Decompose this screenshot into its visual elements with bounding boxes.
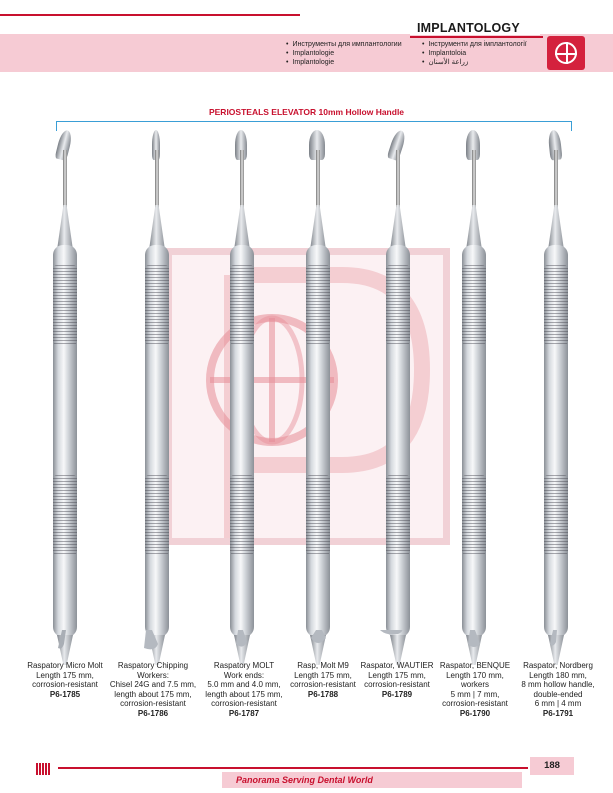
product-spec: corrosion-resistant <box>120 699 186 708</box>
product-spec: corrosion-resistant <box>442 699 508 708</box>
product-label-p6-1787: Raspatory MOLT Work ends: 5.0 mm and 4.0… <box>200 661 288 718</box>
product-spec: corrosion-resistant <box>364 680 430 689</box>
instrument-p6-1791 <box>541 129 571 665</box>
language-label-it: Implantoloia <box>422 49 466 58</box>
product-spec: Length 175 mm, <box>36 670 94 680</box>
product-name: Raspator, Nordberg <box>523 661 593 670</box>
footer-band <box>222 772 522 788</box>
product-label-p6-1789: Raspator, WAUTIER Length 175 mm, corrosi… <box>358 661 436 699</box>
instrument-p6-1790 <box>459 130 489 665</box>
instrument-p6-1786 <box>142 130 172 665</box>
product-spec: Length 175 mm, <box>294 670 352 680</box>
product-spec: 8 mm hollow handle, <box>521 680 595 689</box>
language-label-ru: Инструменты для имплантологии <box>286 40 401 49</box>
tip-bottom-1789 <box>380 630 403 635</box>
product-spec: Length 175 mm, <box>368 670 426 680</box>
product-name: Rasp, Molt M9 <box>297 661 349 670</box>
tip-bottom-1791 <box>550 630 557 646</box>
product-spec: 5.0 mm and 4.0 mm, <box>207 680 281 689</box>
product-name: Raspatory MOLT <box>213 661 275 670</box>
language-label-ar: زراعة الأسنان <box>422 58 468 67</box>
product-name: Raspatory Micro Molt <box>27 661 103 670</box>
header-title-bg <box>410 21 540 35</box>
product-label-p6-1790: Raspator, BENQUE Length 170 mm, workers … <box>436 661 514 718</box>
product-label-p6-1791: Raspator, Nordberg Length 180 mm, 8 mm h… <box>512 661 604 718</box>
page-title: IMPLANTOLOGY <box>417 21 520 35</box>
product-label-p6-1785: Raspatory Micro Molt Length 175 mm, corr… <box>22 661 108 699</box>
product-spec: Chisel 24G and 7.5 mm, <box>109 680 197 689</box>
product-spec: Work ends: <box>223 670 265 680</box>
tip-bottom-1785 <box>58 630 66 649</box>
language-label-de: Implantologie <box>286 49 334 58</box>
group-bracket <box>56 121 572 131</box>
product-code: P6-1789 <box>381 689 413 699</box>
product-spec: workers <box>460 680 489 689</box>
product-code: P6-1785 <box>49 689 81 699</box>
product-spec: 5 mm | 7 mm, <box>450 689 500 699</box>
section-title: PERIOSTEALS ELEVATOR 10mm Hollow Handle <box>208 107 405 117</box>
page-number: 188 <box>530 757 574 775</box>
product-code: P6-1788 <box>307 689 339 699</box>
title-underline <box>410 36 543 38</box>
footer-rule <box>58 767 528 769</box>
instrument-p6-1787 <box>227 130 257 665</box>
product-spec: length about 175 mm, <box>205 689 283 699</box>
product-name: Raspator, BENQUE <box>439 661 511 670</box>
product-spec: Length 170 mm, <box>446 670 504 680</box>
product-code: P6-1790 <box>459 708 491 718</box>
product-code: P6-1787 <box>228 708 260 718</box>
product-name: Raspator, WAUTIER <box>360 661 434 670</box>
tip-bottom-1788 <box>311 630 326 643</box>
product-label-p6-1786: Raspatory Chipping Workers: Chisel 24G a… <box>106 661 200 718</box>
instrument-p6-1785 <box>50 128 80 665</box>
product-spec: 6 mm | 4 mm <box>534 699 582 708</box>
globe-p-logo-icon <box>547 36 585 70</box>
instrument-bottom-tips <box>58 630 557 650</box>
tip-bottom-1790 <box>468 630 480 647</box>
language-label-fr: Implantologie <box>286 58 334 67</box>
product-spec: double-ended <box>533 689 583 699</box>
language-label-uk: Інструменти для імплантології <box>422 40 526 49</box>
product-label-p6-1788: Rasp, Molt M9 Length 175 mm, corrosion-r… <box>284 661 362 699</box>
product-spec: Length 180 mm, <box>529 670 587 680</box>
product-spec: Workers: <box>137 670 169 680</box>
product-spec: corrosion-resistant <box>290 680 356 689</box>
header-band-top <box>0 24 613 34</box>
product-code: P6-1786 <box>137 708 169 718</box>
product-spec: length about 175 mm, <box>114 689 192 699</box>
product-name: Raspatory Chipping <box>117 661 189 670</box>
tip-bottom-1786 <box>144 630 158 650</box>
footer-tagline: Panorama Serving Dental World <box>236 775 373 785</box>
product-spec: corrosion-resistant <box>211 699 277 708</box>
footer-stripes-icon <box>36 762 52 775</box>
header-rule <box>0 14 300 16</box>
instrument-p6-1788 <box>303 130 333 665</box>
instrument-p6-1789 <box>383 128 413 665</box>
product-code: P6-1791 <box>542 708 574 718</box>
tip-bottom-1787 <box>236 630 247 647</box>
product-spec: corrosion-resistant <box>32 680 98 689</box>
